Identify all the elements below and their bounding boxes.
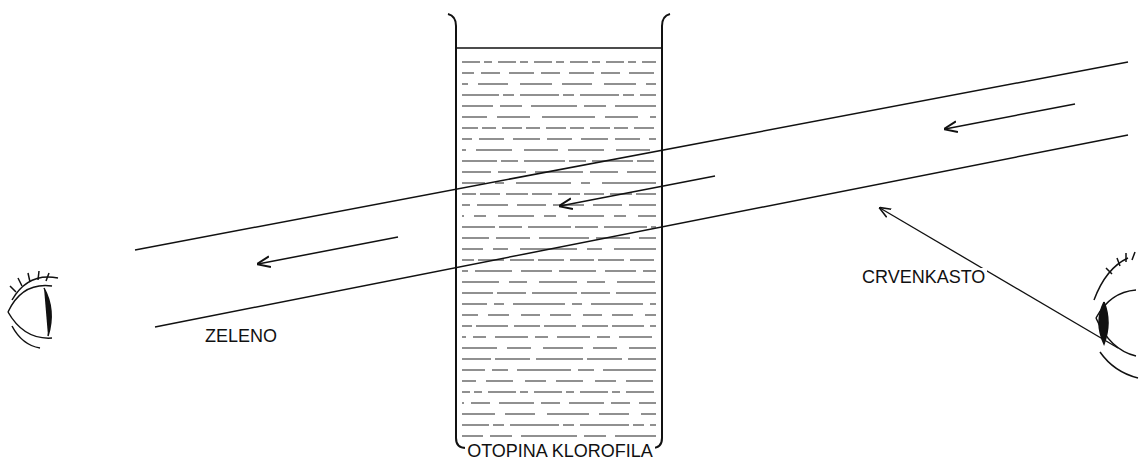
liquid-line: [462, 402, 656, 403]
liquid-line: [462, 435, 656, 436]
beam-arrows: [258, 104, 1075, 264]
liquid-line: [462, 281, 656, 282]
liquid-line: [462, 358, 656, 359]
liquid-line: [462, 413, 656, 414]
liquid-line: [462, 149, 656, 150]
liquid-line: [462, 347, 656, 348]
liquid-line: [462, 369, 656, 370]
liquid-line: [462, 303, 656, 304]
beaker: [448, 14, 670, 448]
liquid-line: [462, 105, 656, 106]
liquid-line: [462, 94, 656, 95]
liquid-line: [462, 116, 656, 117]
caption-label: ZELENO: [203, 327, 279, 347]
liquid-line: [462, 127, 656, 128]
liquid-line: [462, 72, 656, 73]
liquid-line: [462, 336, 656, 337]
left-eye: [8, 271, 58, 348]
liquid-line: [462, 237, 656, 238]
liquid-line: [462, 83, 656, 84]
liquid-line: [462, 292, 656, 293]
liquid-line: [462, 248, 656, 249]
right-eye: [1094, 252, 1138, 378]
liquid-line: [462, 171, 656, 172]
liquid-line: [462, 138, 656, 139]
liquid-line: [462, 325, 656, 326]
liquid-line: [462, 61, 656, 62]
liquid-line: [462, 424, 656, 425]
liquid-line: [462, 215, 656, 216]
liquid-line: [462, 380, 656, 381]
caption-label: OTOPINA KLOROFILA: [465, 442, 655, 462]
liquid-line: [462, 270, 656, 271]
light-beam: [135, 62, 1128, 327]
liquid-line: [462, 226, 656, 227]
liquid-lines: [462, 62, 656, 436]
liquid-line: [462, 391, 656, 392]
liquid-line: [462, 204, 656, 205]
liquid-line: [462, 314, 656, 315]
liquid-line: [462, 160, 656, 161]
caption-label: CRVENKASTO: [860, 268, 987, 288]
